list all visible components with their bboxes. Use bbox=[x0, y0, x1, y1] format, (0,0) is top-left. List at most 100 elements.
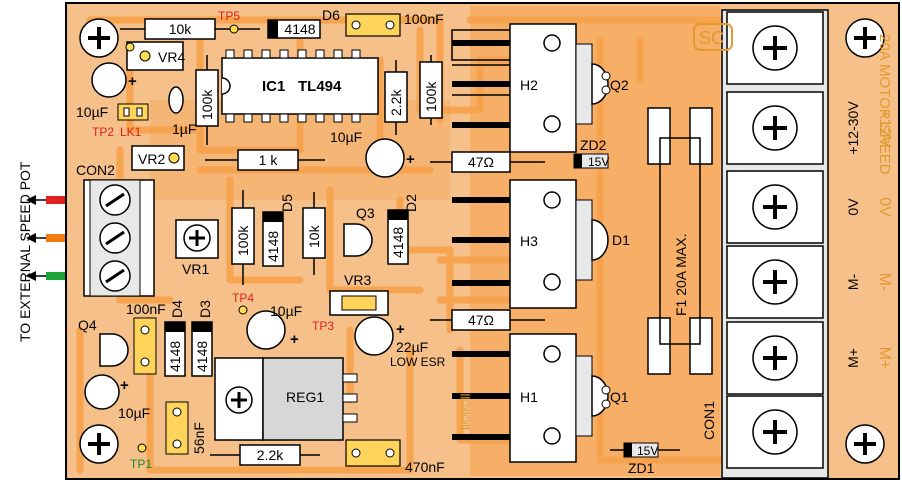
mounting-screw-tr bbox=[845, 18, 885, 58]
d1-label: D1 bbox=[612, 232, 630, 248]
mounting-screw-bl bbox=[79, 424, 119, 464]
svg-text:4148: 4148 bbox=[265, 231, 281, 262]
vr3-label: VR3 bbox=[344, 272, 371, 288]
ic1-tl494: IC1 TL494 bbox=[221, 49, 379, 123]
zener-zd1: 15V bbox=[610, 442, 680, 458]
trimpot-vr3 bbox=[329, 290, 389, 316]
svg-text:10k: 10k bbox=[306, 224, 322, 248]
d5-label: D5 bbox=[279, 194, 295, 212]
svg-text:H3: H3 bbox=[520, 233, 538, 249]
resistor-1k: 1 k bbox=[205, 149, 325, 171]
svg-text:H2: H2 bbox=[520, 77, 538, 93]
capacitor-100nf-left bbox=[133, 317, 157, 375]
tp2-label: TP2 bbox=[92, 125, 114, 139]
terminal-silk-label: +12V bbox=[876, 109, 893, 147]
capacitor-22uf: + bbox=[354, 316, 405, 356]
diode-d3: 4148 bbox=[191, 321, 213, 377]
terminal-screw bbox=[726, 11, 824, 85]
transistor-q2 bbox=[575, 43, 611, 125]
tp4-label: TP4 bbox=[232, 291, 254, 305]
svg-text:REG1: REG1 bbox=[286, 389, 324, 405]
c-10uf-mid-label: 10µF bbox=[330, 129, 362, 145]
svg-text:4148: 4148 bbox=[194, 341, 210, 372]
svg-text:4148: 4148 bbox=[390, 227, 406, 258]
brand-title: 20A MOTOR SPEED bbox=[876, 34, 893, 175]
diode-d6: 4148 bbox=[267, 19, 321, 39]
heatsink-h1: H1 bbox=[452, 333, 577, 463]
resistor-100k-right: 100k bbox=[419, 55, 443, 125]
low-esr-label: LOW ESR bbox=[390, 355, 446, 369]
terminal-label: M- bbox=[845, 274, 861, 291]
terminal-block-con1 bbox=[721, 9, 829, 479]
svg-text:100k: 100k bbox=[199, 89, 215, 120]
c-100nf-left-label: 100nF bbox=[126, 301, 166, 317]
fuse-f1: F1 20A MAX. bbox=[647, 107, 713, 375]
capacitor-10uf-bottom: + bbox=[84, 374, 129, 410]
trimpot-vr4: VR4 bbox=[126, 41, 185, 71]
con1-label: CON1 bbox=[701, 401, 717, 440]
resistor-2k2-top: 2.2k bbox=[384, 60, 408, 135]
capacitor-100nf-top bbox=[345, 13, 401, 37]
d4-label: D4 bbox=[169, 300, 185, 318]
terminal-screw bbox=[726, 245, 824, 319]
svg-text:+: + bbox=[120, 377, 129, 394]
svg-text:+: + bbox=[128, 73, 137, 90]
svg-text:100k: 100k bbox=[423, 81, 439, 112]
diode-d4: 4148 bbox=[164, 321, 186, 377]
diode-d1 bbox=[575, 199, 609, 281]
resistor-100k-mid: 100k bbox=[231, 190, 255, 285]
tp1-label: TP1 bbox=[130, 457, 152, 471]
diode-d5: 4148 bbox=[262, 211, 284, 267]
heatsink-h2: H2 bbox=[451, 23, 577, 153]
c-56nf-label: 56nF bbox=[191, 422, 207, 454]
d2-label: D2 bbox=[403, 194, 419, 212]
terminal-screw bbox=[726, 321, 824, 395]
terminal-screw bbox=[726, 170, 824, 244]
mounting-screw-tl bbox=[79, 18, 119, 58]
svg-text:4148: 4148 bbox=[167, 341, 183, 372]
terminal-silk-label: M+ bbox=[876, 347, 893, 370]
terminal-screw bbox=[726, 91, 824, 165]
c-1uf-label: 1µF bbox=[172, 121, 196, 137]
zd2-label: ZD2 bbox=[580, 137, 607, 153]
capacitor-470nf bbox=[345, 439, 401, 467]
q2-label: Q2 bbox=[610, 77, 629, 93]
q1-label: Q1 bbox=[610, 389, 629, 405]
resistor-10k-top: 10k bbox=[120, 18, 260, 40]
svg-text:H1: H1 bbox=[520, 389, 538, 405]
terminal-silk-label: 0V bbox=[876, 197, 893, 217]
q3-label: Q3 bbox=[356, 205, 375, 221]
c-10uf-left-label: 10µF bbox=[76, 104, 108, 120]
resistor-100k-left: 100k bbox=[195, 55, 219, 145]
brand-mirrored: ll©ll©ll bbox=[458, 393, 473, 430]
svg-text:4148: 4148 bbox=[284, 21, 315, 37]
sc-logo: SC bbox=[693, 23, 733, 51]
svg-text:VR2: VR2 bbox=[138, 151, 165, 167]
zener-zd2: 15V bbox=[573, 153, 609, 169]
c-470nf-label: 470nF bbox=[405, 459, 445, 475]
tp3-label: TP3 bbox=[312, 319, 334, 333]
mounting-screw-br bbox=[845, 424, 885, 464]
terminal-label: +12-30V bbox=[845, 101, 861, 155]
resistor-10k-mid: 10k bbox=[302, 192, 326, 275]
resistor-47r-bottom: 47Ω bbox=[430, 309, 545, 331]
capacitor-10uf-left: + bbox=[91, 62, 137, 98]
transistor-q3 bbox=[343, 223, 373, 257]
svg-text:+: + bbox=[290, 331, 299, 348]
d6-label: D6 bbox=[322, 7, 340, 23]
transistor-q1 bbox=[575, 355, 611, 437]
svg-text:2.2k: 2.2k bbox=[257, 447, 284, 463]
diode-d2: 4148 bbox=[387, 209, 409, 265]
svg-text:15V: 15V bbox=[637, 444, 658, 458]
tp5-label: TP5 bbox=[218, 9, 240, 23]
lk1-label: LK1 bbox=[120, 125, 142, 139]
terminal-label: M+ bbox=[845, 348, 861, 368]
terminal-screw bbox=[726, 395, 824, 469]
svg-text:F1 20A MAX.: F1 20A MAX. bbox=[673, 234, 689, 316]
svg-text:2.2k: 2.2k bbox=[388, 89, 404, 116]
svg-text:1 k: 1 k bbox=[259, 152, 279, 168]
svg-text:15V: 15V bbox=[588, 155, 609, 169]
svg-text:IC1: IC1 bbox=[262, 78, 285, 95]
con2-label: CON2 bbox=[76, 162, 115, 178]
